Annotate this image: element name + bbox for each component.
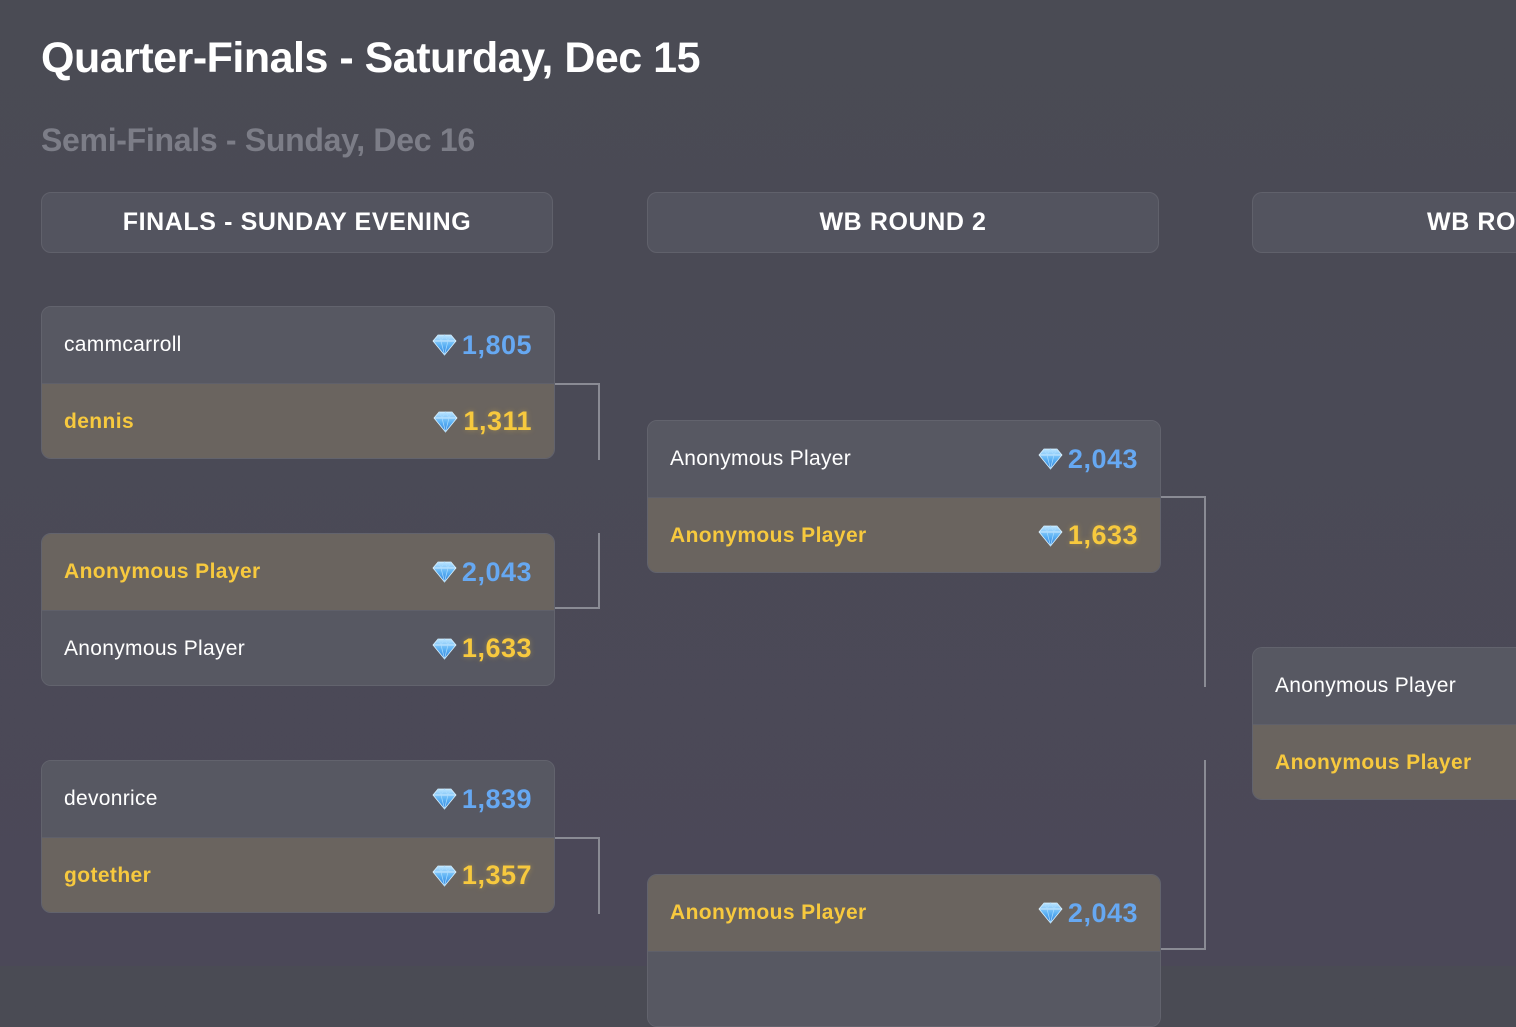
player-score: 2,043	[432, 557, 532, 588]
round-header-wb-round-3: WB RO	[1252, 192, 1516, 253]
round-header-finals: FINALS - SUNDAY EVENING	[41, 192, 553, 253]
player-name: devonrice	[64, 787, 158, 810]
player-score: 1,839	[432, 784, 532, 815]
player-row[interactable]	[648, 951, 1160, 1026]
score-value: 1,357	[461, 860, 532, 890]
diamond-gem-icon	[432, 334, 457, 356]
round-header-label: WB ROUND 2	[819, 208, 987, 236]
round-header-label: WB RO	[1427, 208, 1516, 236]
player-row-winner[interactable]: Anonymous Player 2,043	[42, 534, 554, 610]
player-name: dennis	[64, 409, 135, 433]
player-score: 1,357	[432, 860, 532, 891]
player-name: Anonymous Player	[670, 901, 867, 924]
player-score: 1,633	[432, 633, 532, 664]
match-card[interactable]: Anonymous Player 2,043 Anonymous Player …	[41, 533, 555, 686]
score-value: 1,633	[461, 633, 532, 663]
bracket-connector	[555, 533, 600, 609]
player-row-winner[interactable]: dennis 1,311	[42, 383, 554, 458]
match-card[interactable]: cammcarroll 1,805 dennis 1,311	[41, 306, 555, 459]
score-value: 1,633	[1067, 520, 1138, 550]
bracket-connector	[555, 837, 600, 914]
diamond-gem-icon	[432, 788, 457, 810]
score-value: 2,043	[461, 556, 532, 587]
player-name: Anonymous Player	[1275, 750, 1472, 774]
diamond-gem-icon	[1038, 902, 1063, 924]
match-card[interactable]: devonrice 1,839 gotether 1,357	[41, 760, 555, 913]
score-value: 1,839	[461, 783, 532, 814]
diamond-gem-icon	[1038, 525, 1063, 547]
diamond-gem-icon	[432, 865, 457, 887]
bracket-connector	[555, 383, 600, 460]
player-name: Anonymous Player	[1275, 674, 1457, 697]
player-score: 2,043	[1038, 444, 1138, 475]
diamond-gem-icon	[432, 638, 457, 660]
round-header-label: FINALS - SUNDAY EVENING	[122, 208, 472, 236]
round-header-wb-round-2: WB ROUND 2	[647, 192, 1159, 253]
bracket-connector	[1161, 496, 1206, 687]
diamond-gem-icon	[1038, 448, 1063, 470]
player-row-winner[interactable]: Anonymous Player	[1253, 724, 1516, 799]
player-row-winner[interactable]: gotether 1,357	[42, 837, 554, 912]
player-score: 1,805	[432, 330, 532, 361]
score-value: 2,043	[1067, 443, 1138, 474]
player-row[interactable]: Anonymous Player 2,043	[648, 421, 1160, 497]
match-card[interactable]: Anonymous Player Anonymous Player	[1252, 647, 1516, 800]
player-row[interactable]: cammcarroll 1,805	[42, 307, 554, 383]
player-score: 2,043	[1038, 898, 1138, 929]
player-row[interactable]: Anonymous Player 1,633	[42, 610, 554, 685]
player-row-winner[interactable]: Anonymous Player 2,043	[648, 875, 1160, 951]
page-title: Quarter-Finals - Saturday, Dec 15	[41, 34, 701, 82]
score-value: 1,805	[461, 329, 532, 360]
match-card[interactable]: Anonymous Player 2,043	[647, 874, 1161, 1027]
player-name: Anonymous Player	[670, 523, 867, 547]
score-value: 1,311	[463, 406, 532, 436]
score-value: 2,043	[1067, 897, 1138, 928]
player-name: Anonymous Player	[64, 636, 246, 660]
player-row[interactable]: Anonymous Player	[1253, 648, 1516, 724]
player-score: 1,311	[433, 406, 532, 437]
page-subtitle: Semi-Finals - Sunday, Dec 16	[41, 122, 475, 158]
player-row[interactable]: devonrice 1,839	[42, 761, 554, 837]
player-name: Anonymous Player	[670, 447, 852, 470]
player-score: 1,633	[1038, 520, 1138, 551]
bracket-connector	[1161, 760, 1206, 950]
player-name: gotether	[64, 863, 152, 887]
match-card[interactable]: Anonymous Player 2,043 Anonymous Player …	[647, 420, 1161, 573]
player-name: Anonymous Player	[64, 560, 261, 583]
diamond-gem-icon	[433, 411, 458, 433]
player-row-winner[interactable]: Anonymous Player 1,633	[648, 497, 1160, 572]
diamond-gem-icon	[432, 561, 457, 583]
player-name: cammcarroll	[64, 333, 182, 356]
